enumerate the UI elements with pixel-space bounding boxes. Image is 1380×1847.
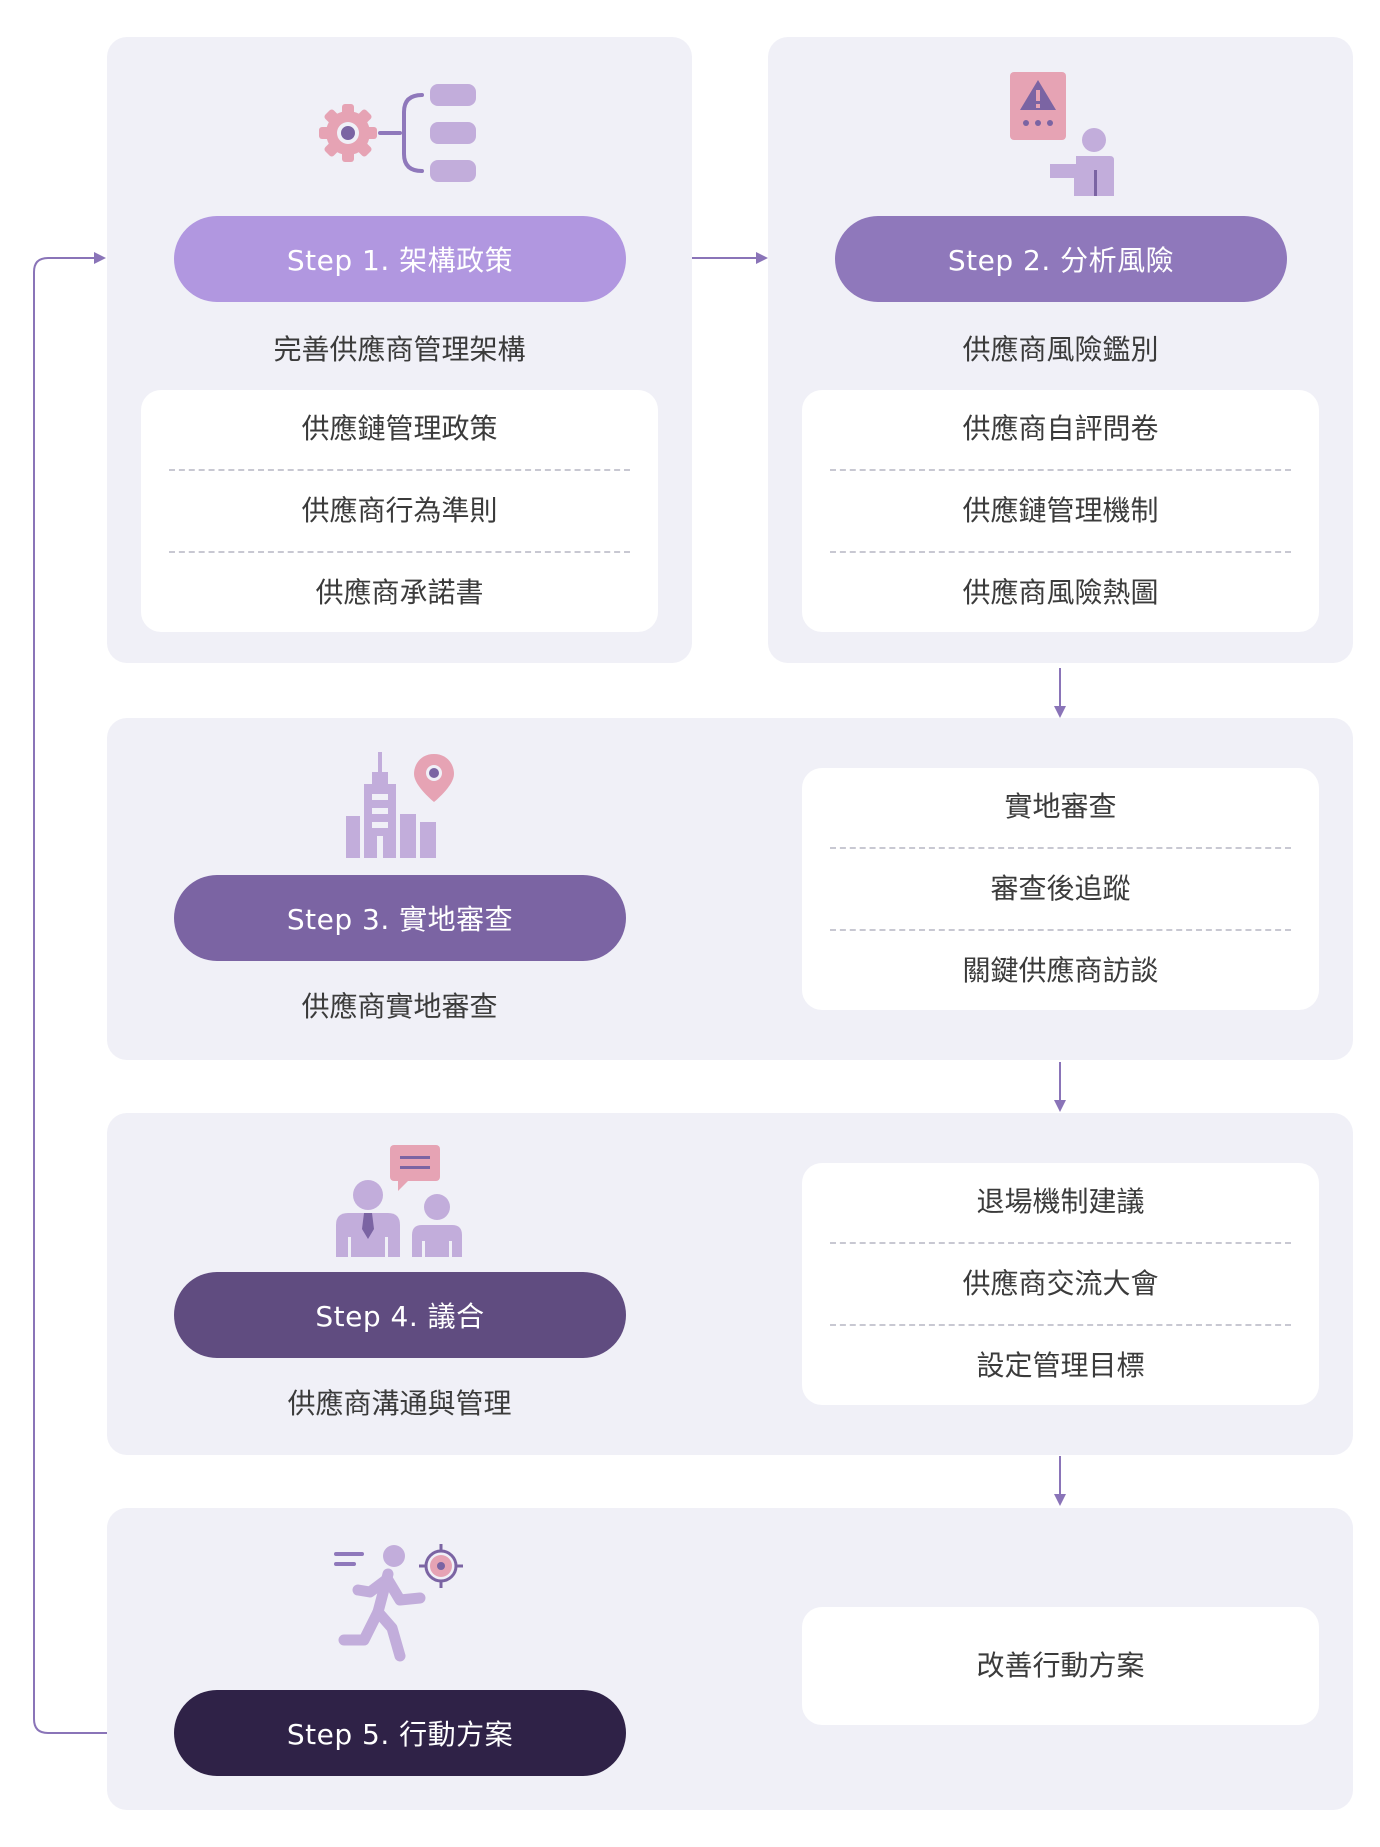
- step1-subtitle: 完善供應商管理架構: [273, 333, 526, 366]
- list-item: 設定管理目標: [830, 1324, 1291, 1406]
- step2-label: Step 2. 分析風險: [947, 244, 1175, 277]
- step4-label: Step 4. 議合: [315, 1300, 485, 1333]
- building-location-icon: [346, 752, 454, 858]
- step4-subtitle: 供應商溝通與管理: [287, 1387, 512, 1420]
- list-item: 審查後追蹤: [830, 847, 1291, 929]
- step1-item-list: 供應鏈管理政策 供應商行為準則 供應商承諾書: [141, 390, 658, 632]
- step5-label: Step 5. 行動方案: [286, 1718, 514, 1751]
- step2-button[interactable]: Step 2. 分析風險: [835, 216, 1287, 302]
- step3-button[interactable]: Step 3. 實地審查: [174, 875, 626, 961]
- running-target-icon: [334, 1544, 463, 1662]
- gear-tree-icon: [319, 84, 476, 182]
- list-item: 供應商承諾書: [169, 551, 630, 633]
- risk-alert-icon: [1010, 72, 1114, 196]
- list-item: 供應商風險熱圖: [830, 551, 1291, 633]
- list-item: 供應商自評問卷: [962, 412, 1159, 445]
- step4-button[interactable]: Step 4. 議合: [174, 1272, 626, 1358]
- step5-item-list: 改善行動方案: [802, 1607, 1319, 1725]
- list-item: 供應鏈管理政策: [301, 412, 498, 445]
- list-item: 關鍵供應商訪談: [830, 929, 1291, 1011]
- step1-button[interactable]: Step 1. 架構政策: [174, 216, 626, 302]
- list-item: 供應商行為準則: [169, 469, 630, 551]
- meeting-people-icon: [336, 1145, 462, 1257]
- step3-item-list: 實地審查 審查後追蹤 關鍵供應商訪談: [802, 768, 1319, 1010]
- step2-subtitle: 供應商風險鑑別: [962, 333, 1159, 366]
- step3-subtitle: 供應商實地審查: [301, 990, 498, 1023]
- loop-back-arrow: [33, 252, 107, 1734]
- step2-item-list: 供應商自評問卷 供應鏈管理機制 供應商風險熱圖: [802, 390, 1319, 632]
- step1-label: Step 1. 架構政策: [286, 244, 514, 277]
- list-item: 供應商交流大會: [830, 1242, 1291, 1324]
- step4-item-list: 退場機制建議 供應商交流大會 設定管理目標: [802, 1163, 1319, 1405]
- step5-button[interactable]: Step 5. 行動方案: [174, 1690, 626, 1776]
- step3-label: Step 3. 實地審查: [286, 903, 514, 936]
- list-item: 供應鏈管理機制: [830, 469, 1291, 551]
- list-item: 改善行動方案: [976, 1649, 1145, 1682]
- list-item: 退場機制建議: [976, 1185, 1145, 1218]
- list-item: 實地審查: [1004, 790, 1117, 823]
